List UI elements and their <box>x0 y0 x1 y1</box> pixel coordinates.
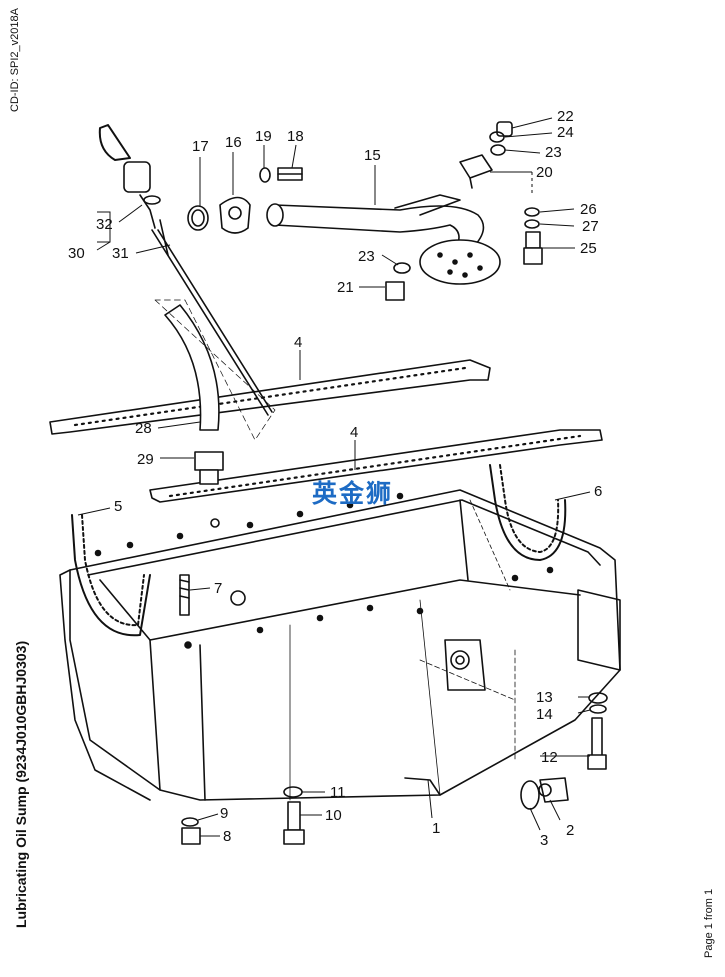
bolt-21 <box>385 281 405 301</box>
washer-26 <box>524 207 540 217</box>
front-seal <box>489 464 567 561</box>
gasket-lower <box>149 429 603 503</box>
washer-9 <box>181 817 199 827</box>
callout-labels: 1 2 3 4 4 5 6 7 8 9 10 11 12 13 14 15 16… <box>68 108 602 849</box>
drain-ring-3 <box>520 780 540 810</box>
callout-4a: 4 <box>294 334 302 351</box>
drain-plug-2 <box>538 777 569 803</box>
dipstick-assembly <box>98 124 273 416</box>
washer-14 <box>589 704 607 714</box>
washer-27 <box>524 219 540 229</box>
callout-25: 25 <box>580 240 597 257</box>
flange-gasket-16 <box>219 196 251 234</box>
callout-10: 10 <box>325 807 342 824</box>
callout-8: 8 <box>223 828 231 845</box>
callout-1: 1 <box>432 820 440 837</box>
bolt-18 <box>277 167 303 181</box>
callout-29: 29 <box>137 451 154 468</box>
suction-pipe <box>266 194 501 285</box>
bolt-10 <box>283 801 305 845</box>
stud-7 <box>179 574 190 616</box>
leader-lines <box>77 117 591 837</box>
callout-17: 17 <box>192 138 209 155</box>
bolt-22 <box>496 121 513 137</box>
o-ring-17 <box>187 205 209 231</box>
callout-14: 14 <box>536 706 553 723</box>
dipstick-tube <box>154 299 276 485</box>
callout-18: 18 <box>287 128 304 145</box>
callout-27: 27 <box>582 218 599 235</box>
callout-20: 20 <box>536 164 553 181</box>
gasket-upper <box>49 359 491 435</box>
bolt-12 <box>587 717 607 770</box>
callout-32: 32 <box>96 216 113 233</box>
callout-7: 7 <box>214 580 222 597</box>
callout-30: 30 <box>68 245 85 262</box>
callout-28: 28 <box>135 420 152 437</box>
washer-23b <box>490 144 506 156</box>
callout-15: 15 <box>364 147 381 164</box>
callout-22: 22 <box>557 108 574 125</box>
callout-11: 11 <box>330 784 346 801</box>
washer-13 <box>588 692 608 704</box>
callout-2: 2 <box>566 822 574 839</box>
bolt-25 <box>523 231 543 265</box>
callout-21: 21 <box>337 279 354 296</box>
washer-24 <box>489 131 505 143</box>
rear-seal <box>71 514 151 637</box>
bracket-20 <box>459 154 493 189</box>
callout-31: 31 <box>112 245 129 262</box>
callout-19: 19 <box>255 128 272 145</box>
callout-23a: 23 <box>358 248 375 265</box>
nut-8 <box>181 827 201 845</box>
callout-3: 3 <box>540 832 548 849</box>
callout-26: 26 <box>580 201 597 218</box>
washer-19 <box>259 167 271 183</box>
callout-13: 13 <box>536 689 553 706</box>
callout-5: 5 <box>114 498 122 515</box>
callout-12: 12 <box>541 749 558 766</box>
callout-23b: 23 <box>545 144 562 161</box>
watermark-logo: 英金狮 <box>312 479 394 508</box>
callout-6: 6 <box>594 483 602 500</box>
oil-sump-pan <box>59 489 621 801</box>
callout-16: 16 <box>225 134 242 151</box>
callout-4b: 4 <box>350 424 358 441</box>
callout-24: 24 <box>557 124 574 141</box>
o-ring-23 <box>393 262 411 274</box>
callout-9: 9 <box>220 805 228 822</box>
